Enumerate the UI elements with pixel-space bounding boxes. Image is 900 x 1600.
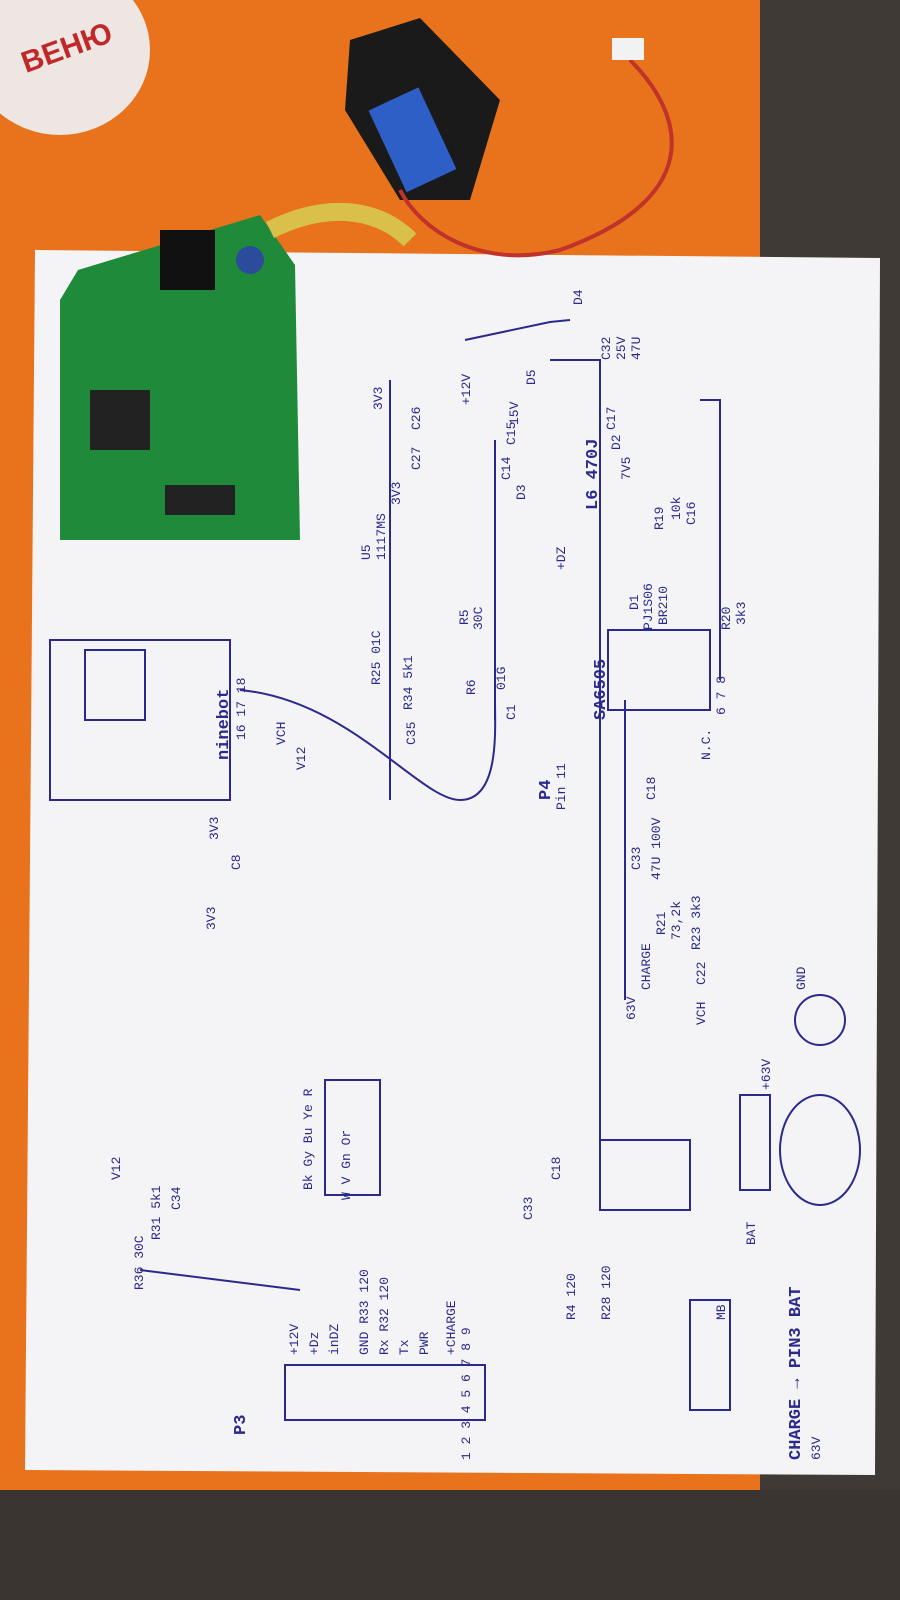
label-bat: BAT: [744, 1221, 759, 1245]
label-c35: C35: [404, 722, 419, 745]
p3-pin-8: +CHARGE: [444, 1300, 459, 1355]
label-r6: R6: [464, 679, 479, 695]
label-r5-v: 30C: [471, 606, 486, 630]
pcb-chip: [90, 390, 150, 450]
dark-floor-bottom: [0, 1490, 900, 1600]
label-ninebot-v12: V12: [294, 747, 309, 770]
label-p4-pin: Pin 11: [554, 763, 569, 810]
schematic-wires: [49, 319, 861, 1421]
label-r31: R31 5k1: [149, 1185, 164, 1240]
label-gnd: GND: [794, 966, 809, 990]
small-connector: [612, 38, 644, 60]
label-c32-c: 47U: [629, 337, 644, 360]
label-r21-v: 73,2k: [669, 901, 684, 940]
label-p4: P4: [537, 780, 556, 800]
pcb-header: [160, 230, 215, 290]
label-u5-part: 1117MS: [374, 513, 389, 560]
label-nc: N.C.: [699, 729, 714, 760]
label-r20-v: 3k3: [734, 602, 749, 625]
label-u5: U5: [359, 544, 374, 560]
p3-pin-5: Rx R32 120: [377, 1277, 392, 1355]
label-d2: D2: [609, 434, 624, 450]
label-c34: C34: [169, 1186, 184, 1210]
label-d5: D5: [524, 369, 539, 385]
connector-bottom-colors: W V Gn Or: [339, 1130, 354, 1200]
label-mb: MB: [714, 1304, 729, 1320]
label-d3: D3: [514, 484, 529, 500]
label-3v3-b: 3V3: [204, 907, 219, 930]
label-r6-v: 01G: [494, 667, 509, 690]
ribbon-cable: [265, 202, 417, 247]
label-r4: R4 120: [564, 1273, 579, 1320]
p3-pin-2: +Dz: [307, 1332, 322, 1355]
pcb-chip-2: [165, 485, 235, 515]
label-v12b: V12: [109, 1157, 124, 1180]
label-r28: R28 120: [599, 1265, 614, 1320]
label-d1-part: PJ1S06: [641, 583, 656, 630]
label-l6: L6 470J: [584, 439, 603, 510]
label-c32-v: 25V: [614, 336, 629, 360]
label-vch: VCH: [694, 1002, 709, 1025]
label-ic: SA6505: [592, 659, 611, 720]
label-c17: C17: [604, 407, 619, 430]
label-r23: R23 3k3: [689, 895, 704, 950]
label-r5: R5: [457, 609, 472, 625]
label-c27: C27: [409, 447, 424, 470]
label-c33: C33: [629, 847, 644, 870]
p3-pin-7: PWR: [417, 1331, 432, 1355]
label-15v: 15V: [507, 401, 522, 425]
label-c16: C16: [684, 502, 699, 525]
label-u5-v: 3V3: [389, 482, 404, 505]
footer-note: CHARGE → PIN3 BAT: [787, 1287, 806, 1460]
label-r19-v: 10k: [669, 496, 684, 520]
label-c8: C8: [229, 854, 244, 870]
p3-pin-4: GND R33 120: [357, 1269, 372, 1355]
label-3v3: 3V3: [371, 387, 386, 410]
pcb-board: [60, 215, 300, 540]
label-charge: CHARGE: [639, 943, 654, 990]
label-12v: +12V: [459, 374, 474, 405]
footer-note-63v: 63V: [809, 1436, 824, 1460]
p3-pin-1: +12V: [287, 1324, 302, 1355]
container-lid: [0, 0, 150, 135]
twisted-wire: [398, 58, 674, 258]
label-d1: D1: [627, 594, 642, 610]
label-c32: C32: [599, 337, 614, 360]
label-c8-v: 3V3: [207, 817, 222, 840]
label-r34: R34 5k1: [401, 655, 416, 710]
connector-top-colors: Bk Gy Bu Ye R: [301, 1088, 316, 1190]
label-ninebot-vch: VCH: [274, 722, 289, 745]
schematic-labels: +12V D4 C32 25V 47U D5 15V C17 D2 7V5 L6…: [109, 289, 824, 1460]
label-c18b: C18: [549, 1157, 564, 1180]
label-r19: R19: [652, 507, 667, 530]
label-p3: P3: [232, 1415, 251, 1435]
label-r21: R21: [654, 911, 669, 935]
pcb-capacitor: [236, 246, 264, 274]
label-d4: D4: [571, 289, 586, 305]
label-d1-bridge: BR210: [656, 586, 671, 625]
p3-pin-6: Tx: [397, 1339, 412, 1355]
label-c33-v: 47U 100V: [649, 817, 664, 880]
label-ninebot: ninebot: [215, 689, 234, 760]
label-dz: +DZ: [554, 546, 569, 570]
label-r20: R20: [719, 607, 734, 630]
label-r25: R25 01C: [369, 630, 384, 685]
label-ic-pins: 6 7 8: [714, 676, 729, 715]
label-p3-pins: 1 2 3 4 5 6 7 8 9: [459, 1327, 474, 1460]
blue-latch: [368, 87, 457, 193]
label-c33b: C33: [521, 1197, 536, 1220]
p3-pin-3: inDZ: [327, 1324, 342, 1355]
label-c15: C15: [504, 422, 519, 445]
label-c18: C18: [644, 777, 659, 800]
label-c1: C1: [504, 704, 519, 720]
paper-sheet: [25, 250, 880, 1475]
label-ninebot-pins: 16 17 18: [234, 678, 249, 740]
label-d2-v: 7V5: [619, 457, 634, 480]
label-63v: 63V: [624, 996, 639, 1020]
label-c14: C14: [499, 456, 514, 480]
label-c22: C22: [694, 962, 709, 985]
label-r36: R36 30C: [132, 1235, 147, 1290]
label-plus63: +63V: [759, 1059, 774, 1090]
label-c26: C26: [409, 407, 424, 430]
